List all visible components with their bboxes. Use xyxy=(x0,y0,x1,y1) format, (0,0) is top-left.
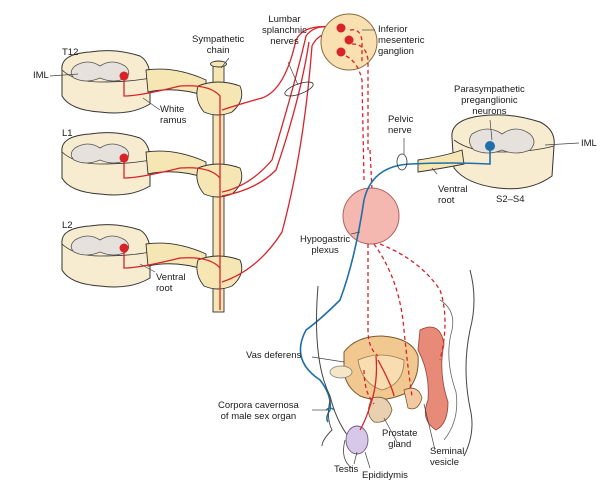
l2-label: L2 xyxy=(62,220,73,231)
rami xyxy=(145,68,207,271)
hypogastric-plexus xyxy=(342,187,400,245)
spinal-segment-t12 xyxy=(61,50,151,114)
sympathetic-chain xyxy=(196,60,243,313)
pubic-bone xyxy=(329,365,353,379)
l1-label: L1 xyxy=(62,128,73,139)
iml-right-label: IML xyxy=(581,138,597,149)
pelvic-nerve-fibre xyxy=(299,146,491,423)
postganglionic-dashed xyxy=(345,29,373,191)
inferior-mesenteric-ganglion xyxy=(320,13,378,71)
spinal-segment-l1 xyxy=(61,132,151,196)
iml-left-label: IML xyxy=(33,70,49,81)
pelvic-sympathetic-solid xyxy=(359,355,395,431)
t12-label: T12 xyxy=(62,47,79,58)
testis xyxy=(345,425,369,455)
seminal-vesicle xyxy=(403,387,423,410)
s2-s4-label: S2–S4 xyxy=(496,194,525,205)
pelvic-sympathetic-fibres xyxy=(363,243,446,405)
leader-lines xyxy=(49,29,580,469)
vas-deferens-label: Vas deferens xyxy=(246,350,302,361)
testis-label: Testis xyxy=(334,464,359,475)
epididymis-label: Epididymis xyxy=(362,470,408,481)
splanchnic-bundle-ring xyxy=(284,81,314,97)
pelvic-nerve-ring xyxy=(396,153,408,171)
sympathetic-fibres xyxy=(123,25,347,310)
spinal-segment-l2 xyxy=(61,224,151,288)
pelvic-anatomy xyxy=(316,269,475,469)
spinal-segment-s2-s4 xyxy=(417,114,555,190)
